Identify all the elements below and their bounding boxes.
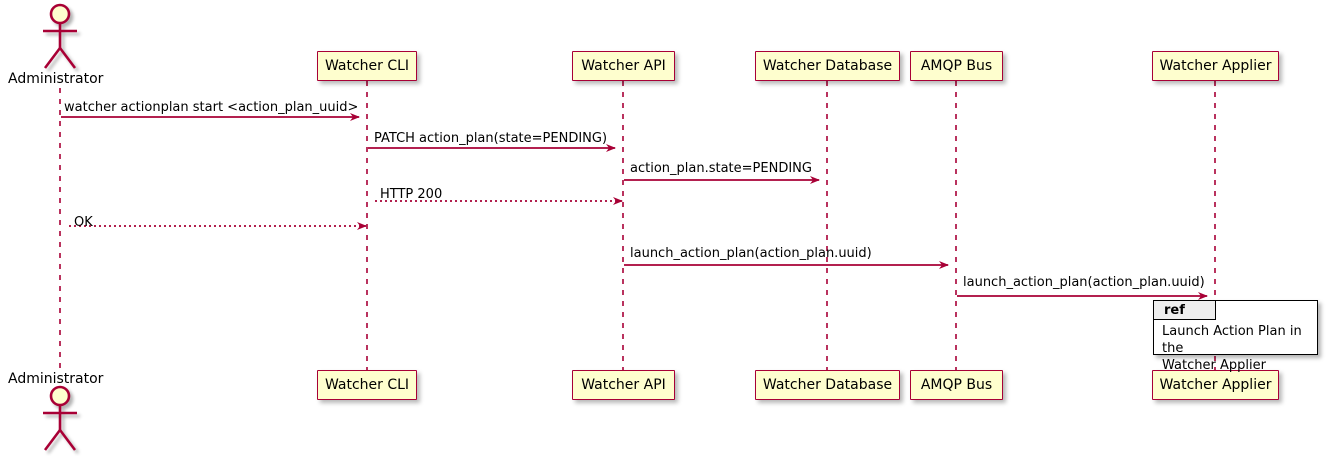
message-label-launch-action-plan-api-to-bus: launch_action_plan(action_plan.uuid)	[630, 246, 872, 261]
ref-fragment-body: Launch Action Plan in the Watcher Applie…	[1162, 324, 1302, 373]
lifelines	[59, 81, 1216, 370]
participant-label: Administrator	[8, 71, 104, 87]
message-label-patch-action-plan: PATCH action_plan(state=PENDING)	[374, 131, 608, 146]
participant-label: Watcher Database	[762, 58, 893, 74]
participant-label: Watcher Applier	[1159, 377, 1272, 393]
participant-label: Watcher Applier	[1159, 58, 1272, 74]
participant-watcher-applier-top[interactable]: Watcher Applier	[1152, 51, 1279, 81]
participant-label: Watcher API	[581, 377, 666, 393]
actor-figure-administrator-bottom	[43, 385, 77, 451]
participant-label: Administrator	[8, 371, 104, 387]
participant-label: Watcher CLI	[324, 58, 410, 74]
participant-label: Watcher Database	[762, 377, 893, 393]
participant-amqp-bus-top[interactable]: AMQP Bus	[910, 51, 1003, 81]
message-label-launch-action-plan-bus-to-applier: launch_action_plan(action_plan.uuid)	[963, 275, 1205, 290]
ref-fragment-tab-label: ref	[1164, 302, 1185, 318]
participant-watcher-api-bottom[interactable]: Watcher API	[572, 370, 675, 400]
participant-watcher-applier-bottom[interactable]: Watcher Applier	[1152, 370, 1279, 400]
participant-watcher-api-top[interactable]: Watcher API	[572, 51, 675, 81]
participant-amqp-bus-bottom[interactable]: AMQP Bus	[910, 370, 1003, 400]
message-arrows	[61, 113, 1208, 300]
actor-figure-administrator-top	[43, 3, 77, 69]
participant-watcher-database-top[interactable]: Watcher Database	[755, 51, 900, 81]
participant-watcher-cli-bottom[interactable]: Watcher CLI	[317, 370, 417, 400]
participant-label: AMQP Bus	[920, 58, 993, 74]
message-label-action-plan-state-pending: action_plan.state=PENDING	[630, 161, 812, 176]
message-label-ok: OK	[74, 215, 93, 230]
ref-fragment-launch-action-plan[interactable]: ref Launch Action Plan in the Watcher Ap…	[1153, 300, 1318, 373]
participant-label: Watcher API	[581, 58, 666, 74]
message-label-watcher-actionplan-start: watcher actionplan start <action_plan_uu…	[64, 100, 359, 115]
ref-fragment-tab: ref	[1154, 301, 1216, 320]
participant-watcher-database-bottom[interactable]: Watcher Database	[755, 370, 900, 400]
participant-label: AMQP Bus	[920, 377, 993, 393]
message-label-http-200: HTTP 200	[380, 187, 443, 202]
participant-watcher-cli-top[interactable]: Watcher CLI	[317, 51, 417, 81]
actor-label-administrator-bottom: Administrator	[8, 372, 103, 386]
actor-label-administrator-top: Administrator	[8, 72, 103, 86]
participant-label: Watcher CLI	[324, 377, 410, 393]
